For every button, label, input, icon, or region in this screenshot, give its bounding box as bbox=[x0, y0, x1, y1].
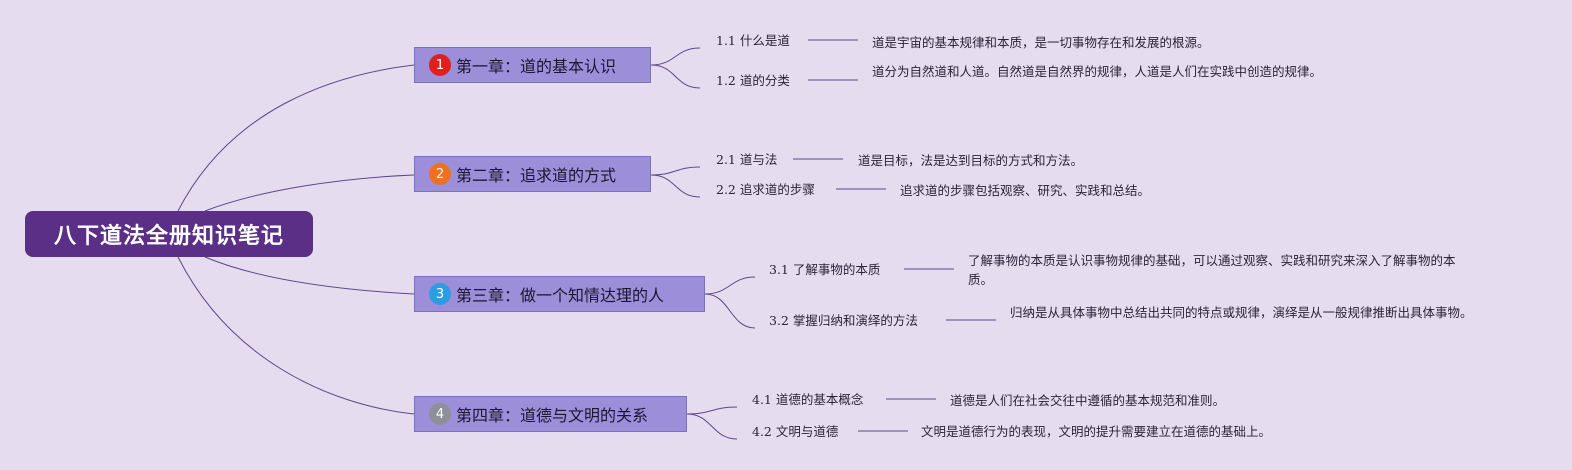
number-badge-icon: 3 bbox=[429, 283, 451, 305]
chapter-label: 第四章：道德与文明的关系 bbox=[456, 406, 649, 425]
chapter-1-topic-2-branch bbox=[650, 64, 701, 89]
chapter-node-1[interactable]: 1 第一章：道的基本认识 bbox=[414, 47, 651, 83]
root-node[interactable]: 八下道法全册知识笔记 bbox=[25, 211, 313, 257]
topic-label[interactable]: 4.2 文明与道德 bbox=[752, 424, 839, 439]
number-badge-icon: 2 bbox=[429, 163, 451, 185]
root-branch-1 bbox=[177, 64, 415, 212]
chapter-4-topic-2-branch bbox=[686, 413, 738, 440]
topic-label[interactable]: 3.1 了解事物的本质 bbox=[769, 262, 881, 277]
chapter-3-topic-1-branch bbox=[704, 276, 756, 295]
chapter-2-topic-1-branch bbox=[650, 166, 701, 176]
chapter-label: 第一章：道的基本认识 bbox=[456, 57, 617, 76]
topic-note: 追求道的步骤包括观察、研究、实践和总结。 bbox=[900, 183, 1151, 198]
root-branch-2 bbox=[204, 174, 415, 212]
topic-label[interactable]: 4.1 道德的基本概念 bbox=[752, 392, 864, 407]
topic-note: 了解事物的本质是认识事物规律的基础，可以通过观察、实践和研究来深入了解事物的本质… bbox=[968, 253, 1456, 287]
topic-note: 道德是人们在社会交往中遵循的基本规范和准则。 bbox=[950, 393, 1226, 408]
topic-note: 归纳是从具体事物中总结出共同的特点或规律，演绎是从一般规律推断出具体事物。 bbox=[1010, 305, 1473, 320]
topic-label[interactable]: 3.2 掌握归纳和演绎的方法 bbox=[769, 313, 918, 328]
chapter-1-topic-1-branch bbox=[650, 47, 701, 66]
number-badge-icon: 4 bbox=[429, 403, 451, 425]
topic-label[interactable]: 2.1 道与法 bbox=[716, 152, 778, 167]
root-branch-3 bbox=[204, 256, 415, 295]
chapter-node-4[interactable]: 4 第四章：道德与文明的关系 bbox=[414, 396, 687, 432]
topic-note: 道分为自然道和人道。自然道是自然界的规律，人道是人们在实践中创造的规律。 bbox=[872, 64, 1323, 79]
chapter-4-topic-1-branch bbox=[686, 406, 738, 415]
chapter-3-topic-2-branch bbox=[704, 293, 756, 329]
topic-label[interactable]: 1.1 什么是道 bbox=[716, 33, 790, 48]
topic-note: 文明是道德行为的表现，文明的提升需要建立在道德的基础上。 bbox=[921, 424, 1272, 439]
root-branch-4 bbox=[177, 256, 415, 415]
topic-label[interactable]: 2.2 追求道的步骤 bbox=[716, 182, 815, 197]
topic-label[interactable]: 1.2 道的分类 bbox=[716, 73, 790, 88]
chapter-label: 第二章：追求道的方式 bbox=[456, 166, 617, 185]
chapter-2-topic-2-branch bbox=[650, 174, 701, 198]
chapter-label: 第三章：做一个知情达理的人 bbox=[456, 286, 665, 305]
topic-note: 道是目标，法是达到目标的方式和方法。 bbox=[858, 153, 1084, 168]
chapter-node-3[interactable]: 3 第三章：做一个知情达理的人 bbox=[414, 276, 705, 312]
topic-note: 道是宇宙的基本规律和本质，是一切事物存在和发展的根源。 bbox=[872, 35, 1210, 50]
number-badge-icon: 1 bbox=[429, 54, 451, 76]
chapter-node-2[interactable]: 2 第二章：追求道的方式 bbox=[414, 156, 651, 192]
